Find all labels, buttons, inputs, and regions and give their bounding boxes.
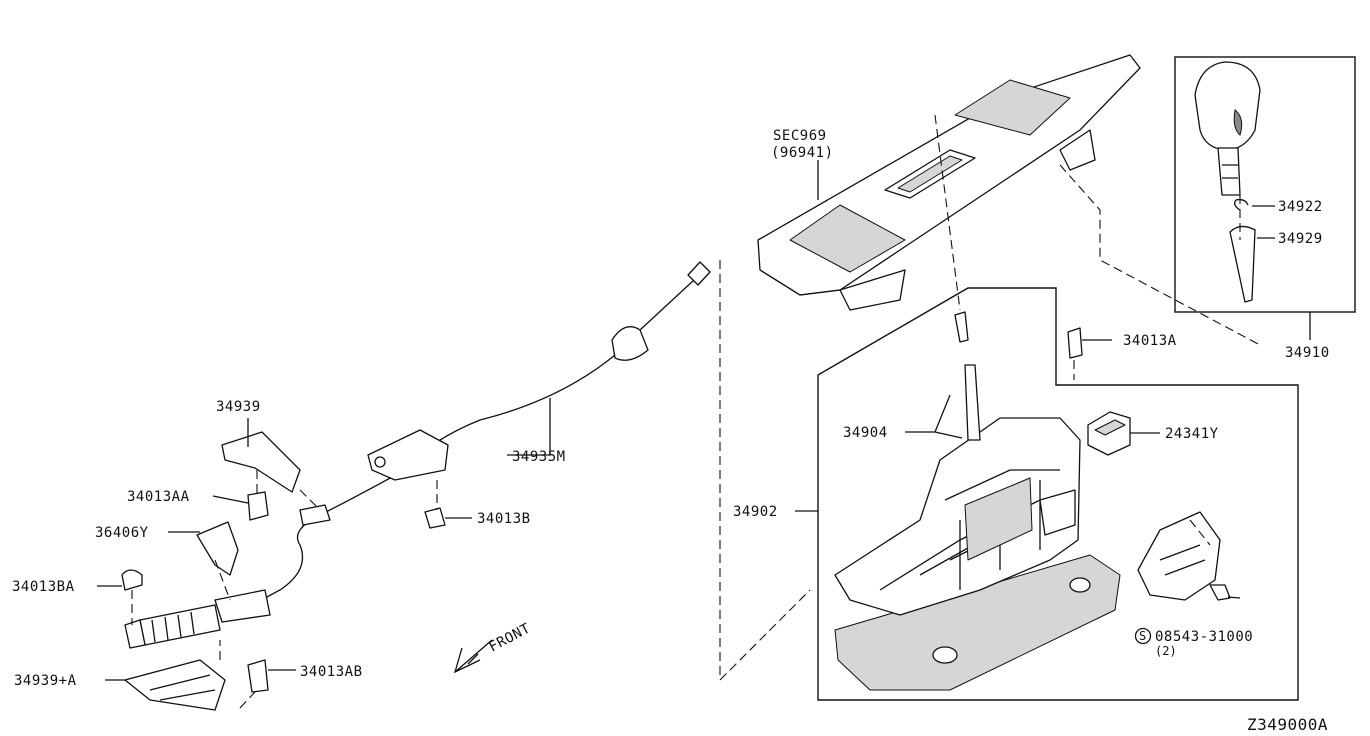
- label-34904: 34904: [843, 425, 888, 441]
- shift-knob-group: [1174, 56, 1356, 313]
- label-34013A: 34013A: [1123, 333, 1177, 349]
- label-34935M: 34935M: [512, 449, 566, 465]
- clip-36406Y: [196, 521, 239, 576]
- label-08543-31000: 08543-31000: [1155, 629, 1253, 645]
- cable-bracket: [367, 429, 449, 481]
- front-label: FRONT: [486, 620, 533, 655]
- shift-knob: [1194, 61, 1261, 151]
- console-finisher: [757, 54, 1141, 311]
- label-34929: 34929: [1278, 231, 1323, 247]
- label-34013BA: 34013BA: [12, 579, 75, 595]
- label-08543-qty: (2): [1155, 644, 1177, 658]
- lever-tip: [954, 311, 969, 343]
- label-34910: 34910: [1285, 345, 1330, 361]
- label-sec969: SEC969: [773, 128, 827, 144]
- control-cable: [124, 261, 711, 649]
- label-34939: 34939: [216, 399, 261, 415]
- label-24341Y: 24341Y: [1165, 426, 1219, 442]
- bolt-34013AB: [247, 659, 269, 693]
- label-34939A: 34939+A: [14, 673, 77, 689]
- front-arrow: FRONT: [453, 620, 533, 674]
- s-mark-circle: [1134, 627, 1152, 645]
- shift-lock-unit: [1137, 511, 1221, 601]
- label-34013B: 34013B: [477, 511, 531, 527]
- guide-lines: [131, 114, 1261, 709]
- small-parts: [121, 327, 1083, 711]
- bolt-34013A: [1067, 327, 1083, 359]
- screw-08543: [1209, 584, 1231, 601]
- callout-labels: SEC969 (96941) 34922 34929 34910 34013A …: [12, 128, 1330, 689]
- nut-34013BA: [121, 569, 143, 591]
- control-device-group: [817, 287, 1299, 701]
- nut-34013B: [424, 507, 446, 529]
- label-34013AB: 34013AB: [300, 664, 363, 680]
- leader-lines: [97, 160, 1311, 681]
- arrow-icon: [453, 639, 493, 674]
- label-34013AA: 34013AA: [127, 489, 190, 505]
- knob-sleeve: [1229, 225, 1256, 303]
- label-34902: 34902: [733, 504, 778, 520]
- label-36406Y: 36406Y: [95, 525, 149, 541]
- spring-clip: [1234, 198, 1249, 211]
- s-mark: S: [1139, 629, 1146, 643]
- bracket-34939: [221, 431, 301, 493]
- shift-lever: [964, 364, 981, 441]
- drawing-code: Z349000A: [1247, 715, 1328, 734]
- label-sec969-sub: (96941): [771, 145, 834, 161]
- bolt-34013AA: [247, 491, 269, 521]
- label-34922: 34922: [1278, 199, 1323, 215]
- bracket-34939A: [124, 659, 226, 711]
